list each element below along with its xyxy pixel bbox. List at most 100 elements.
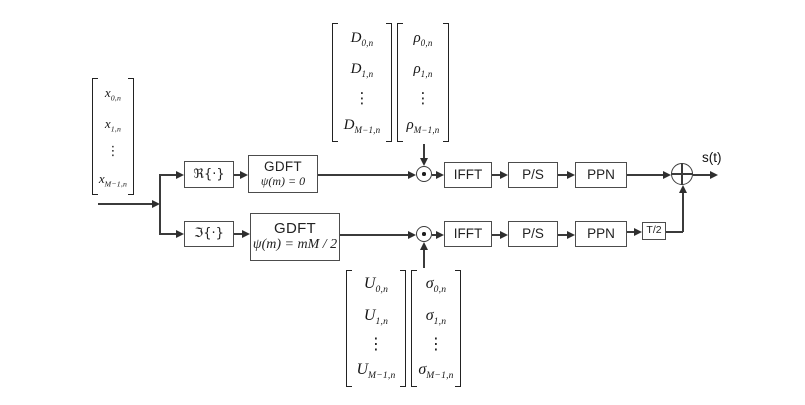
vertical-dots: ⋮: [106, 143, 120, 159]
ps-top-label: P/S: [522, 166, 544, 182]
connector-line: [159, 233, 177, 235]
arrowhead-icon: [634, 228, 642, 236]
matrix-row: DM−1,n: [343, 117, 381, 136]
connector-line: [627, 231, 635, 233]
arrowhead-icon: [663, 171, 671, 179]
connector-line: [234, 233, 243, 235]
matrix-entry: ρ: [406, 117, 414, 134]
matrix-entry: σ: [418, 361, 427, 379]
matrix-entry: σ: [425, 275, 434, 293]
ps-bottom-block: P/S: [508, 221, 558, 247]
arrowhead-icon: [420, 242, 428, 250]
connector-line: [98, 203, 154, 205]
ifft-top-block: IFFT: [444, 162, 492, 188]
matrix-u: U0,n U1,n ⋮ UM−1,n: [346, 270, 406, 387]
imag-part-label: ℑ{·}: [194, 226, 224, 242]
matrix-row: x0,n: [104, 84, 122, 103]
connector-line: [492, 174, 501, 176]
matrix-row: U0,n: [363, 275, 389, 296]
matrix-entry: x: [104, 84, 111, 100]
connector-line: [558, 234, 568, 236]
matrix-row: σ1,n: [425, 306, 447, 327]
arrowhead-icon: [436, 231, 444, 239]
ps-top-block: P/S: [508, 162, 558, 188]
ifft-bottom-block: IFFT: [444, 221, 492, 247]
arrowhead-icon: [567, 171, 575, 179]
connector-line: [340, 234, 409, 236]
gdft-bottom-title: GDFT: [273, 220, 317, 238]
real-part-label: ℜ{·}: [193, 166, 225, 182]
matrix-d: D0,n D1,n ⋮ DM−1,n: [332, 23, 392, 142]
connector-line: [666, 231, 683, 233]
arrowhead-icon: [420, 158, 428, 166]
matrix-row: ρ1,n: [413, 60, 433, 79]
imag-part-block: ℑ{·}: [184, 221, 234, 247]
arrowhead-icon: [242, 230, 250, 238]
ifft-top-label: IFFT: [453, 166, 483, 182]
arrowhead-icon: [500, 231, 508, 239]
connector-line: [432, 234, 437, 236]
ppn-bottom-label: PPN: [587, 225, 615, 241]
output-signal-label: s(t): [702, 150, 722, 165]
matrix-entry: U: [363, 275, 376, 293]
matrix-row: ρ0,n: [413, 29, 433, 48]
arrowhead-icon: [176, 171, 184, 179]
matrix-row: U1,n: [363, 306, 389, 327]
matrix-row: D1,n: [350, 60, 374, 79]
real-part-block: ℜ{·}: [184, 161, 234, 188]
connector-line: [492, 234, 501, 236]
arrowhead-icon: [500, 171, 508, 179]
matrix-row: σM−1,n: [418, 361, 454, 382]
ps-bottom-label: P/S: [522, 225, 544, 241]
matrix-entry: ρ: [413, 29, 421, 46]
adder-plus-icon: [671, 163, 693, 185]
multiplier-bottom-icon: [416, 226, 432, 242]
vertical-dots: ⋮: [354, 89, 370, 108]
connector-line: [627, 174, 664, 176]
matrix-row: xM−1,n: [98, 170, 128, 189]
matrix-entry: x: [104, 115, 111, 131]
matrix-row: x1,n: [104, 115, 122, 134]
matrix-row: ρM−1,n: [406, 117, 440, 136]
matrix-entry: D: [343, 117, 355, 134]
matrix-row: UM−1,n: [356, 361, 396, 382]
gdft-bottom-phase: ψ(m) = mM / 2: [252, 237, 338, 253]
connector-line: [159, 174, 177, 176]
multiplier-top-icon: [416, 166, 432, 182]
vertical-dots: ⋮: [428, 333, 444, 353]
matrix-row: σ0,n: [425, 275, 447, 296]
matrix-entry: U: [363, 306, 376, 324]
matrix-entry: ρ: [413, 60, 421, 77]
arrowhead-icon: [679, 185, 687, 193]
connector-line: [234, 174, 241, 176]
arrowhead-icon: [436, 171, 444, 179]
matrix-entry: x: [98, 170, 105, 186]
connector-line: [423, 249, 425, 268]
ppn-top-label: PPN: [587, 166, 615, 182]
arrowhead-icon: [710, 171, 718, 179]
ifft-bottom-label: IFFT: [453, 225, 483, 241]
gdft-bottom-block: GDFT ψ(m) = mM / 2: [250, 213, 340, 261]
connector-line: [318, 174, 409, 176]
arrowhead-icon: [240, 171, 248, 179]
connector-line: [682, 192, 684, 232]
arrowhead-icon: [176, 230, 184, 238]
matrix-row: D0,n: [350, 29, 374, 48]
connector-line: [159, 174, 161, 235]
connector-line: [432, 174, 437, 176]
gdft-top-block: GDFT ψ(m) = 0: [248, 155, 318, 193]
arrowhead-icon: [408, 231, 416, 239]
delay-t2-label: T/2: [646, 224, 662, 237]
arrowhead-icon: [152, 200, 160, 208]
gdft-top-title: GDFT: [264, 159, 302, 175]
matrix-rho: ρ0,n ρ1,n ⋮ ρM−1,n: [397, 23, 449, 142]
delay-t2-block: T/2: [642, 222, 666, 240]
vertical-dots: ⋮: [368, 333, 384, 353]
matrix-entry: U: [356, 361, 369, 379]
connector-line: [693, 174, 711, 176]
matrix-entry: D: [350, 29, 362, 46]
vertical-dots: ⋮: [415, 89, 431, 108]
input-vector-x: x0,n x1,n ⋮ xM−1,n: [92, 78, 134, 195]
matrix-entry: σ: [425, 306, 434, 324]
